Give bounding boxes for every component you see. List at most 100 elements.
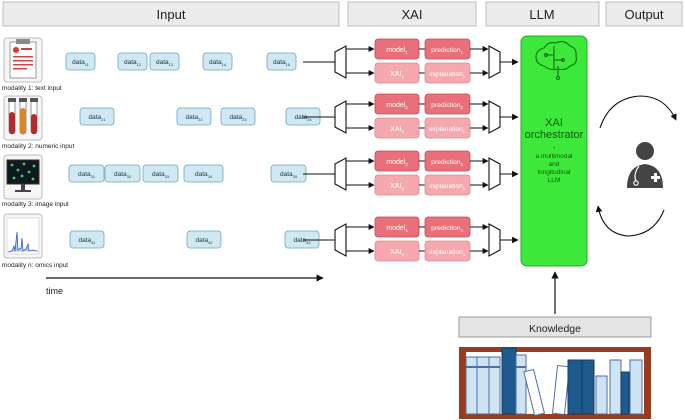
modality-1-label: modality 1: text input bbox=[2, 85, 62, 92]
orchestrator-title-line1: XAI bbox=[545, 117, 563, 129]
data-box-label: data32 bbox=[114, 171, 131, 179]
merge-connector bbox=[488, 157, 501, 191]
header-llm-label: LLM bbox=[529, 7, 554, 22]
merge-connector bbox=[488, 223, 501, 257]
spectrum-plot-icon bbox=[3, 213, 43, 259]
header-llm: LLM bbox=[485, 1, 600, 27]
monitor-image-icon bbox=[3, 154, 43, 200]
model-label: model2 bbox=[386, 102, 408, 110]
bookshelf-icon bbox=[459, 347, 651, 419]
output-cycle-arrow-bottom bbox=[595, 205, 665, 237]
data-box: data12 bbox=[117, 52, 148, 71]
data-box-label: data23 bbox=[230, 114, 247, 122]
explanation-box: explanation3 bbox=[424, 174, 471, 196]
prediction-box: prediction3 bbox=[424, 150, 471, 172]
model-box: model4 bbox=[374, 216, 420, 238]
data-box: data32 bbox=[104, 164, 141, 183]
header-input: Input bbox=[2, 1, 340, 27]
data-box-label: data13 bbox=[156, 59, 173, 67]
explanation-box: explanation4 bbox=[424, 240, 471, 262]
modality-3-label: modality 3: image input bbox=[2, 201, 69, 208]
modality-2-label: modality 2: numeric input bbox=[2, 143, 74, 150]
data-box: data31 bbox=[68, 164, 105, 183]
prediction-label: prediction4 bbox=[431, 225, 463, 233]
split-connector bbox=[334, 223, 347, 257]
model-box: model3 bbox=[374, 150, 420, 172]
orchestrator-desc-4: LLM bbox=[548, 177, 561, 184]
header-xai-label: XAI bbox=[402, 7, 423, 22]
prediction-label: prediction2 bbox=[431, 102, 463, 110]
xai-box: XAI4 bbox=[374, 240, 420, 262]
prediction-box: prediction2 bbox=[424, 93, 471, 115]
prediction-label: prediction3 bbox=[431, 159, 463, 167]
data-box: data42 bbox=[186, 230, 222, 249]
explanation-label: explanation3 bbox=[429, 183, 466, 191]
data-box-label: data31 bbox=[78, 171, 95, 179]
data-box: data22 bbox=[176, 107, 212, 126]
model-box: model2 bbox=[374, 93, 420, 115]
merge-connector bbox=[488, 45, 501, 79]
data-box: data35 bbox=[270, 164, 307, 183]
split-connector bbox=[334, 45, 347, 79]
data-box: data33 bbox=[142, 164, 179, 183]
split-connector bbox=[334, 100, 347, 134]
data-box: data15 bbox=[266, 52, 297, 71]
modality-n-label: modality n: omics input bbox=[2, 262, 68, 269]
explanation-box: explanation1 bbox=[424, 62, 471, 84]
merge-connector bbox=[488, 100, 501, 134]
header-output: Output bbox=[605, 1, 683, 27]
data-box: data34 bbox=[183, 164, 224, 183]
clipboard-icon bbox=[3, 37, 43, 83]
data-box-label: data43 bbox=[294, 237, 311, 245]
data-box-label: data14 bbox=[209, 59, 227, 67]
xai-box: XAI2 bbox=[374, 117, 420, 139]
data-box: data14 bbox=[202, 52, 233, 71]
data-box-label: data22 bbox=[186, 114, 203, 122]
data-box-label: data34 bbox=[195, 171, 213, 179]
brain-circuit-icon bbox=[535, 40, 577, 81]
time-label: time bbox=[46, 286, 63, 296]
data-box: data21 bbox=[79, 107, 115, 126]
explanation-label: explanation2 bbox=[429, 126, 466, 134]
data-box-label: data41 bbox=[79, 237, 96, 245]
model-label: model1 bbox=[386, 47, 408, 55]
xai-label: XAI3 bbox=[390, 183, 404, 191]
data-box-label: data24 bbox=[295, 114, 313, 122]
xai-label: XAI2 bbox=[390, 126, 404, 134]
model-label: model3 bbox=[386, 159, 408, 167]
data-box-label: data21 bbox=[89, 114, 106, 122]
prediction-box: prediction1 bbox=[424, 38, 471, 60]
modality-rows: data11 data12 data13 data14 data15 model1XAI1… bbox=[65, 38, 519, 262]
explanation-box: explanation2 bbox=[424, 117, 471, 139]
orchestrator-title-line2: orchestrator bbox=[525, 129, 584, 141]
explanation-label: explanation1 bbox=[429, 71, 466, 79]
data-box: data41 bbox=[69, 230, 105, 249]
split-connector bbox=[334, 157, 347, 191]
header-output-label: Output bbox=[624, 7, 663, 22]
xai-box: XAI3 bbox=[374, 174, 420, 196]
prediction-box: prediction4 bbox=[424, 216, 471, 238]
data-box-label: data33 bbox=[152, 171, 169, 179]
prediction-label: prediction1 bbox=[431, 47, 463, 55]
knowledge-panel: Knowledge bbox=[458, 316, 652, 338]
modality-row-1: data11 data12 data13 data14 data15 model1XAI1… bbox=[65, 38, 519, 84]
header-input-label: Input bbox=[157, 7, 186, 22]
data-box-label: data35 bbox=[280, 171, 297, 179]
doctor-icon bbox=[627, 142, 663, 188]
orchestrator-desc-3: longitudinal bbox=[538, 169, 571, 176]
data-box-label: data12 bbox=[124, 59, 141, 67]
data-box-label: data15 bbox=[273, 59, 290, 67]
data-box-label: data11 bbox=[72, 59, 89, 67]
data-box: data13 bbox=[149, 52, 180, 71]
model-box: model1 bbox=[374, 38, 420, 60]
data-box: data23 bbox=[220, 107, 256, 126]
orchestrator-desc-1: a multimodal bbox=[536, 153, 573, 160]
xai-label: XAI1 bbox=[390, 71, 404, 79]
data-box: data11 bbox=[65, 52, 96, 71]
orchestrator-dash: - bbox=[553, 145, 556, 152]
header-xai: XAI bbox=[347, 1, 477, 27]
